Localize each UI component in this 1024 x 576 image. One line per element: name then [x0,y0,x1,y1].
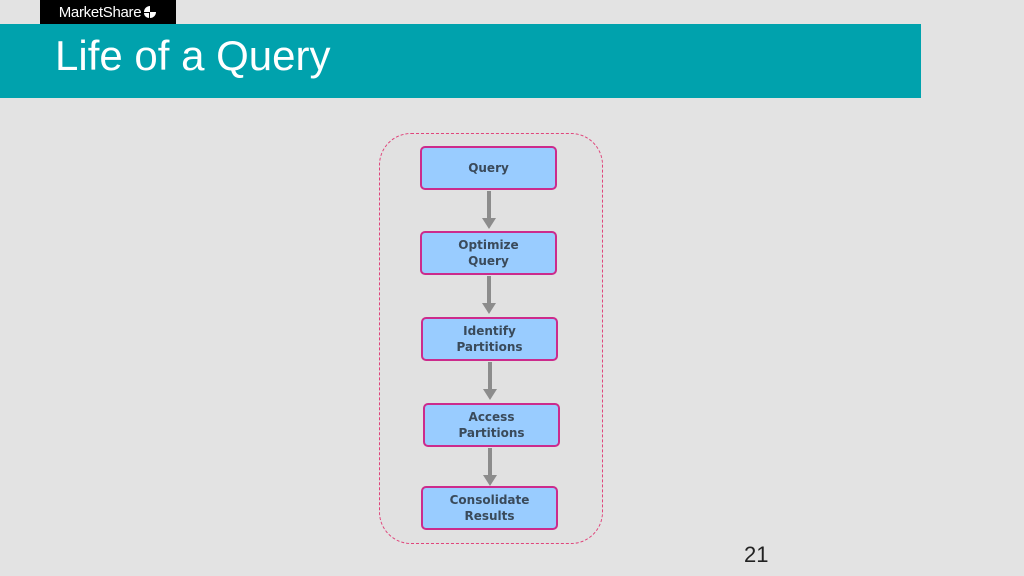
title-band [0,24,921,98]
brand-mark-icon [144,6,157,18]
arrow-down-icon [482,276,496,314]
brand-logo: MarketShare [40,0,176,24]
brand-name: MarketShare [58,3,142,21]
arrow-down-icon [482,191,496,229]
step-query: Query [420,146,557,190]
slide-title: Life of a Query [55,32,331,79]
step-identify-partitions: Identify Partitions [421,317,558,361]
step-optimize-query: Optimize Query [420,231,557,275]
step-consolidate-results: Consolidate Results [421,486,558,530]
arrow-down-icon [483,448,497,486]
arrow-down-icon [483,362,497,400]
page-number: 21 [744,542,769,567]
step-access-partitions: Access Partitions [423,403,560,447]
